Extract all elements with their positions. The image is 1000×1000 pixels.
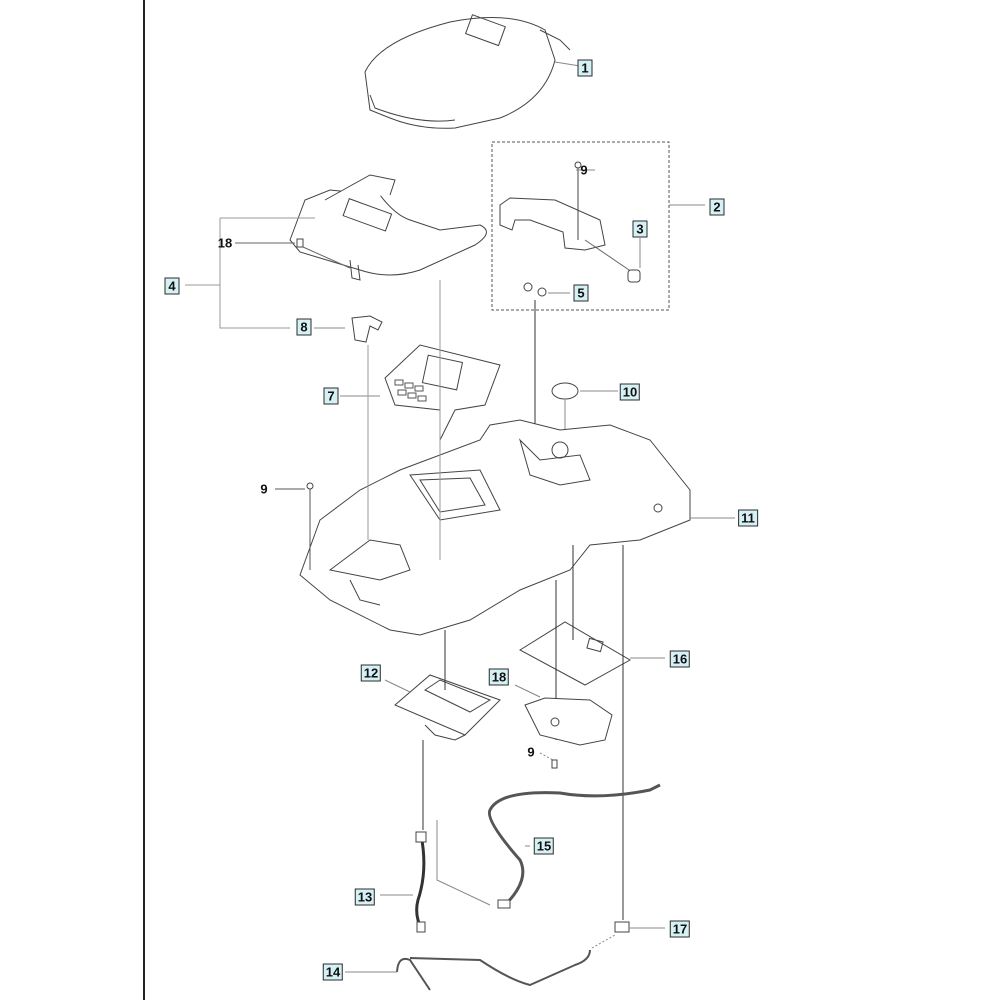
part-top-cover (364, 14, 581, 129)
part-pcb-12 (384, 674, 501, 741)
callout-9: 9 (580, 162, 588, 178)
part-body-chassis (299, 419, 735, 636)
callout-10[interactable]: 10 (619, 383, 641, 401)
callout-5[interactable]: 5 (573, 284, 589, 302)
callout-18[interactable]: 18 (488, 668, 510, 686)
callout-12[interactable]: 12 (360, 664, 382, 682)
part-handle (289, 174, 487, 281)
callout-17[interactable]: 17 (669, 920, 691, 938)
part-lid-hinge (499, 161, 606, 251)
callout-13[interactable]: 13 (354, 888, 376, 906)
callout-7[interactable]: 7 (323, 387, 339, 405)
callout-15[interactable]: 15 (533, 837, 555, 855)
callout-2[interactable]: 2 (709, 198, 725, 216)
callout-9: 9 (527, 744, 535, 760)
page-border (143, 0, 145, 1000)
part-keypad (340, 344, 501, 441)
callout-18: 18 (217, 235, 233, 251)
callout-3[interactable]: 3 (632, 220, 648, 238)
callout-16[interactable]: 16 (669, 650, 691, 668)
callout-11[interactable]: 11 (738, 509, 758, 527)
callout-8[interactable]: 8 (296, 318, 312, 336)
callout-9: 9 (260, 481, 268, 497)
part-pcb-16 (519, 621, 665, 686)
callout-14[interactable]: 14 (322, 963, 344, 981)
callout-4[interactable]: 4 (164, 277, 180, 295)
callout-1[interactable]: 1 (577, 59, 593, 77)
